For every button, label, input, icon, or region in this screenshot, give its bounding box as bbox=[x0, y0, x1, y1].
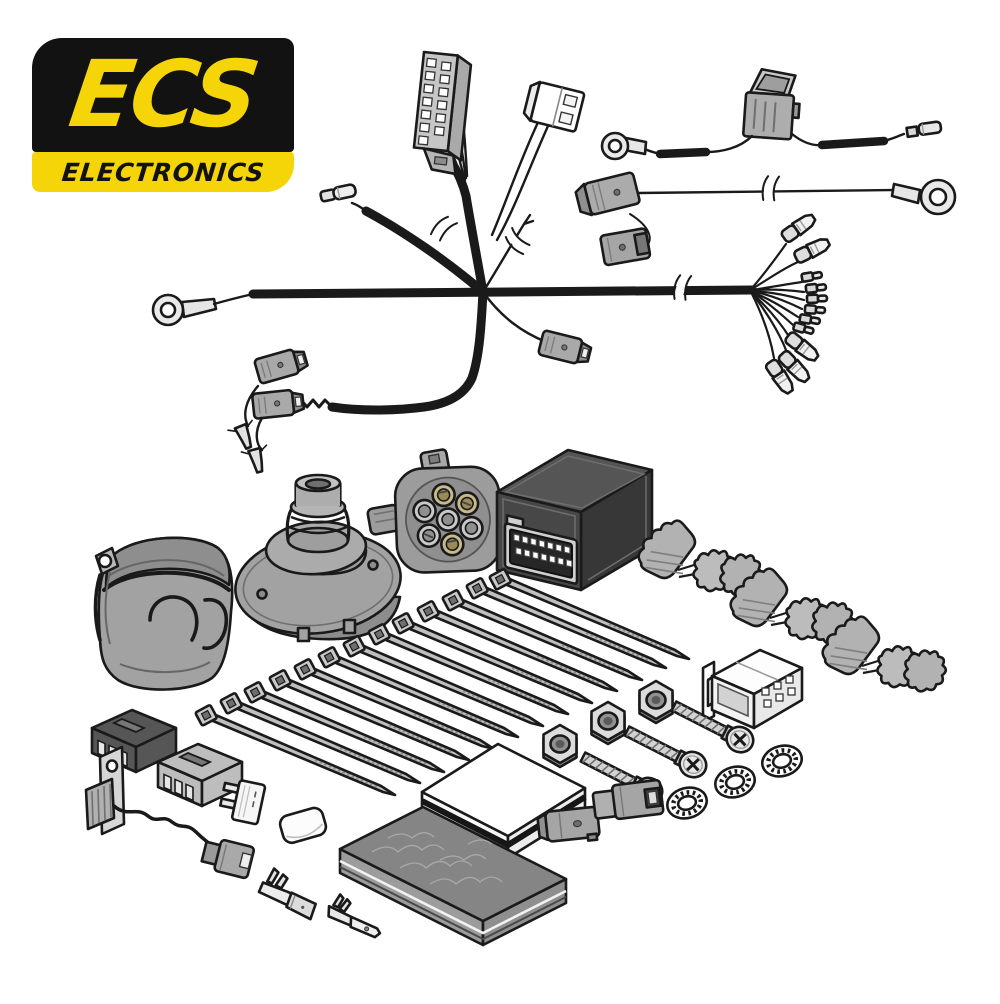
hex-nut bbox=[638, 679, 674, 725]
ecs-logo: ECS ELECTRONICS bbox=[32, 38, 294, 192]
connector-housing bbox=[701, 648, 804, 730]
ring-terminal bbox=[890, 178, 957, 216]
pin-terminal bbox=[804, 281, 828, 295]
wire-break-mark bbox=[428, 212, 458, 245]
crimp-spade-terminal-male bbox=[327, 893, 382, 939]
crimp-terminal-small bbox=[227, 419, 253, 450]
lock-washer bbox=[712, 762, 758, 801]
pin-terminal bbox=[805, 293, 829, 305]
crimp-terminal-small bbox=[240, 444, 268, 474]
pin-terminal bbox=[800, 269, 824, 284]
module-connector-socket bbox=[503, 514, 579, 585]
small-connector bbox=[250, 387, 306, 421]
small-connector bbox=[536, 328, 594, 368]
ecs-logo-text: ECS bbox=[63, 41, 263, 148]
cable-tie bbox=[464, 576, 668, 670]
hex-nut bbox=[590, 700, 626, 746]
small-connector bbox=[252, 344, 311, 386]
cable-tie bbox=[440, 588, 644, 682]
buzzer-with-bracket bbox=[84, 745, 256, 880]
ring-terminal bbox=[151, 293, 218, 327]
towing-control-module bbox=[495, 448, 654, 592]
spade-terminal bbox=[791, 234, 833, 266]
main-wiring-harness bbox=[151, 50, 833, 474]
multi-pin-vehicle-connector bbox=[412, 50, 473, 176]
protective-cap bbox=[278, 806, 328, 845]
fused-power-lead bbox=[600, 67, 943, 161]
hex-nut bbox=[542, 723, 578, 769]
lock-washer bbox=[759, 741, 805, 780]
pan-head-screw bbox=[619, 718, 713, 784]
long-power-wire bbox=[574, 171, 957, 267]
bullet-terminal bbox=[319, 183, 357, 203]
inline-connector bbox=[599, 227, 652, 267]
harness-trunk bbox=[248, 285, 757, 299]
pin-terminal bbox=[803, 303, 827, 316]
socket-mounting-gasket bbox=[234, 473, 402, 643]
seven-pin-socket-cover bbox=[93, 536, 234, 691]
ecs-logo-subtitle: ELECTRONICS bbox=[60, 157, 266, 187]
ecs-logo-yellow-band: ELECTRONICS bbox=[32, 152, 294, 192]
seven-pin-socket-insert bbox=[366, 448, 503, 574]
ecs-logo-black-box: ECS bbox=[32, 38, 294, 152]
bullet-connector-housing bbox=[591, 778, 665, 821]
spade-terminal bbox=[778, 210, 819, 246]
ring-terminal bbox=[600, 131, 648, 161]
crimp-spade-terminal-female bbox=[257, 867, 317, 921]
bullet-connector-housing bbox=[536, 805, 601, 843]
lock-washer bbox=[664, 783, 710, 822]
lead-connector bbox=[200, 838, 256, 880]
anti-rattle-pad bbox=[338, 805, 568, 947]
white-2-way-connector bbox=[522, 80, 586, 133]
fuse-holder bbox=[742, 67, 801, 141]
bullet-terminal bbox=[905, 120, 943, 139]
wire-break-mark bbox=[762, 174, 779, 204]
mini-blade-fuse bbox=[218, 779, 267, 826]
inline-connector bbox=[574, 171, 641, 217]
